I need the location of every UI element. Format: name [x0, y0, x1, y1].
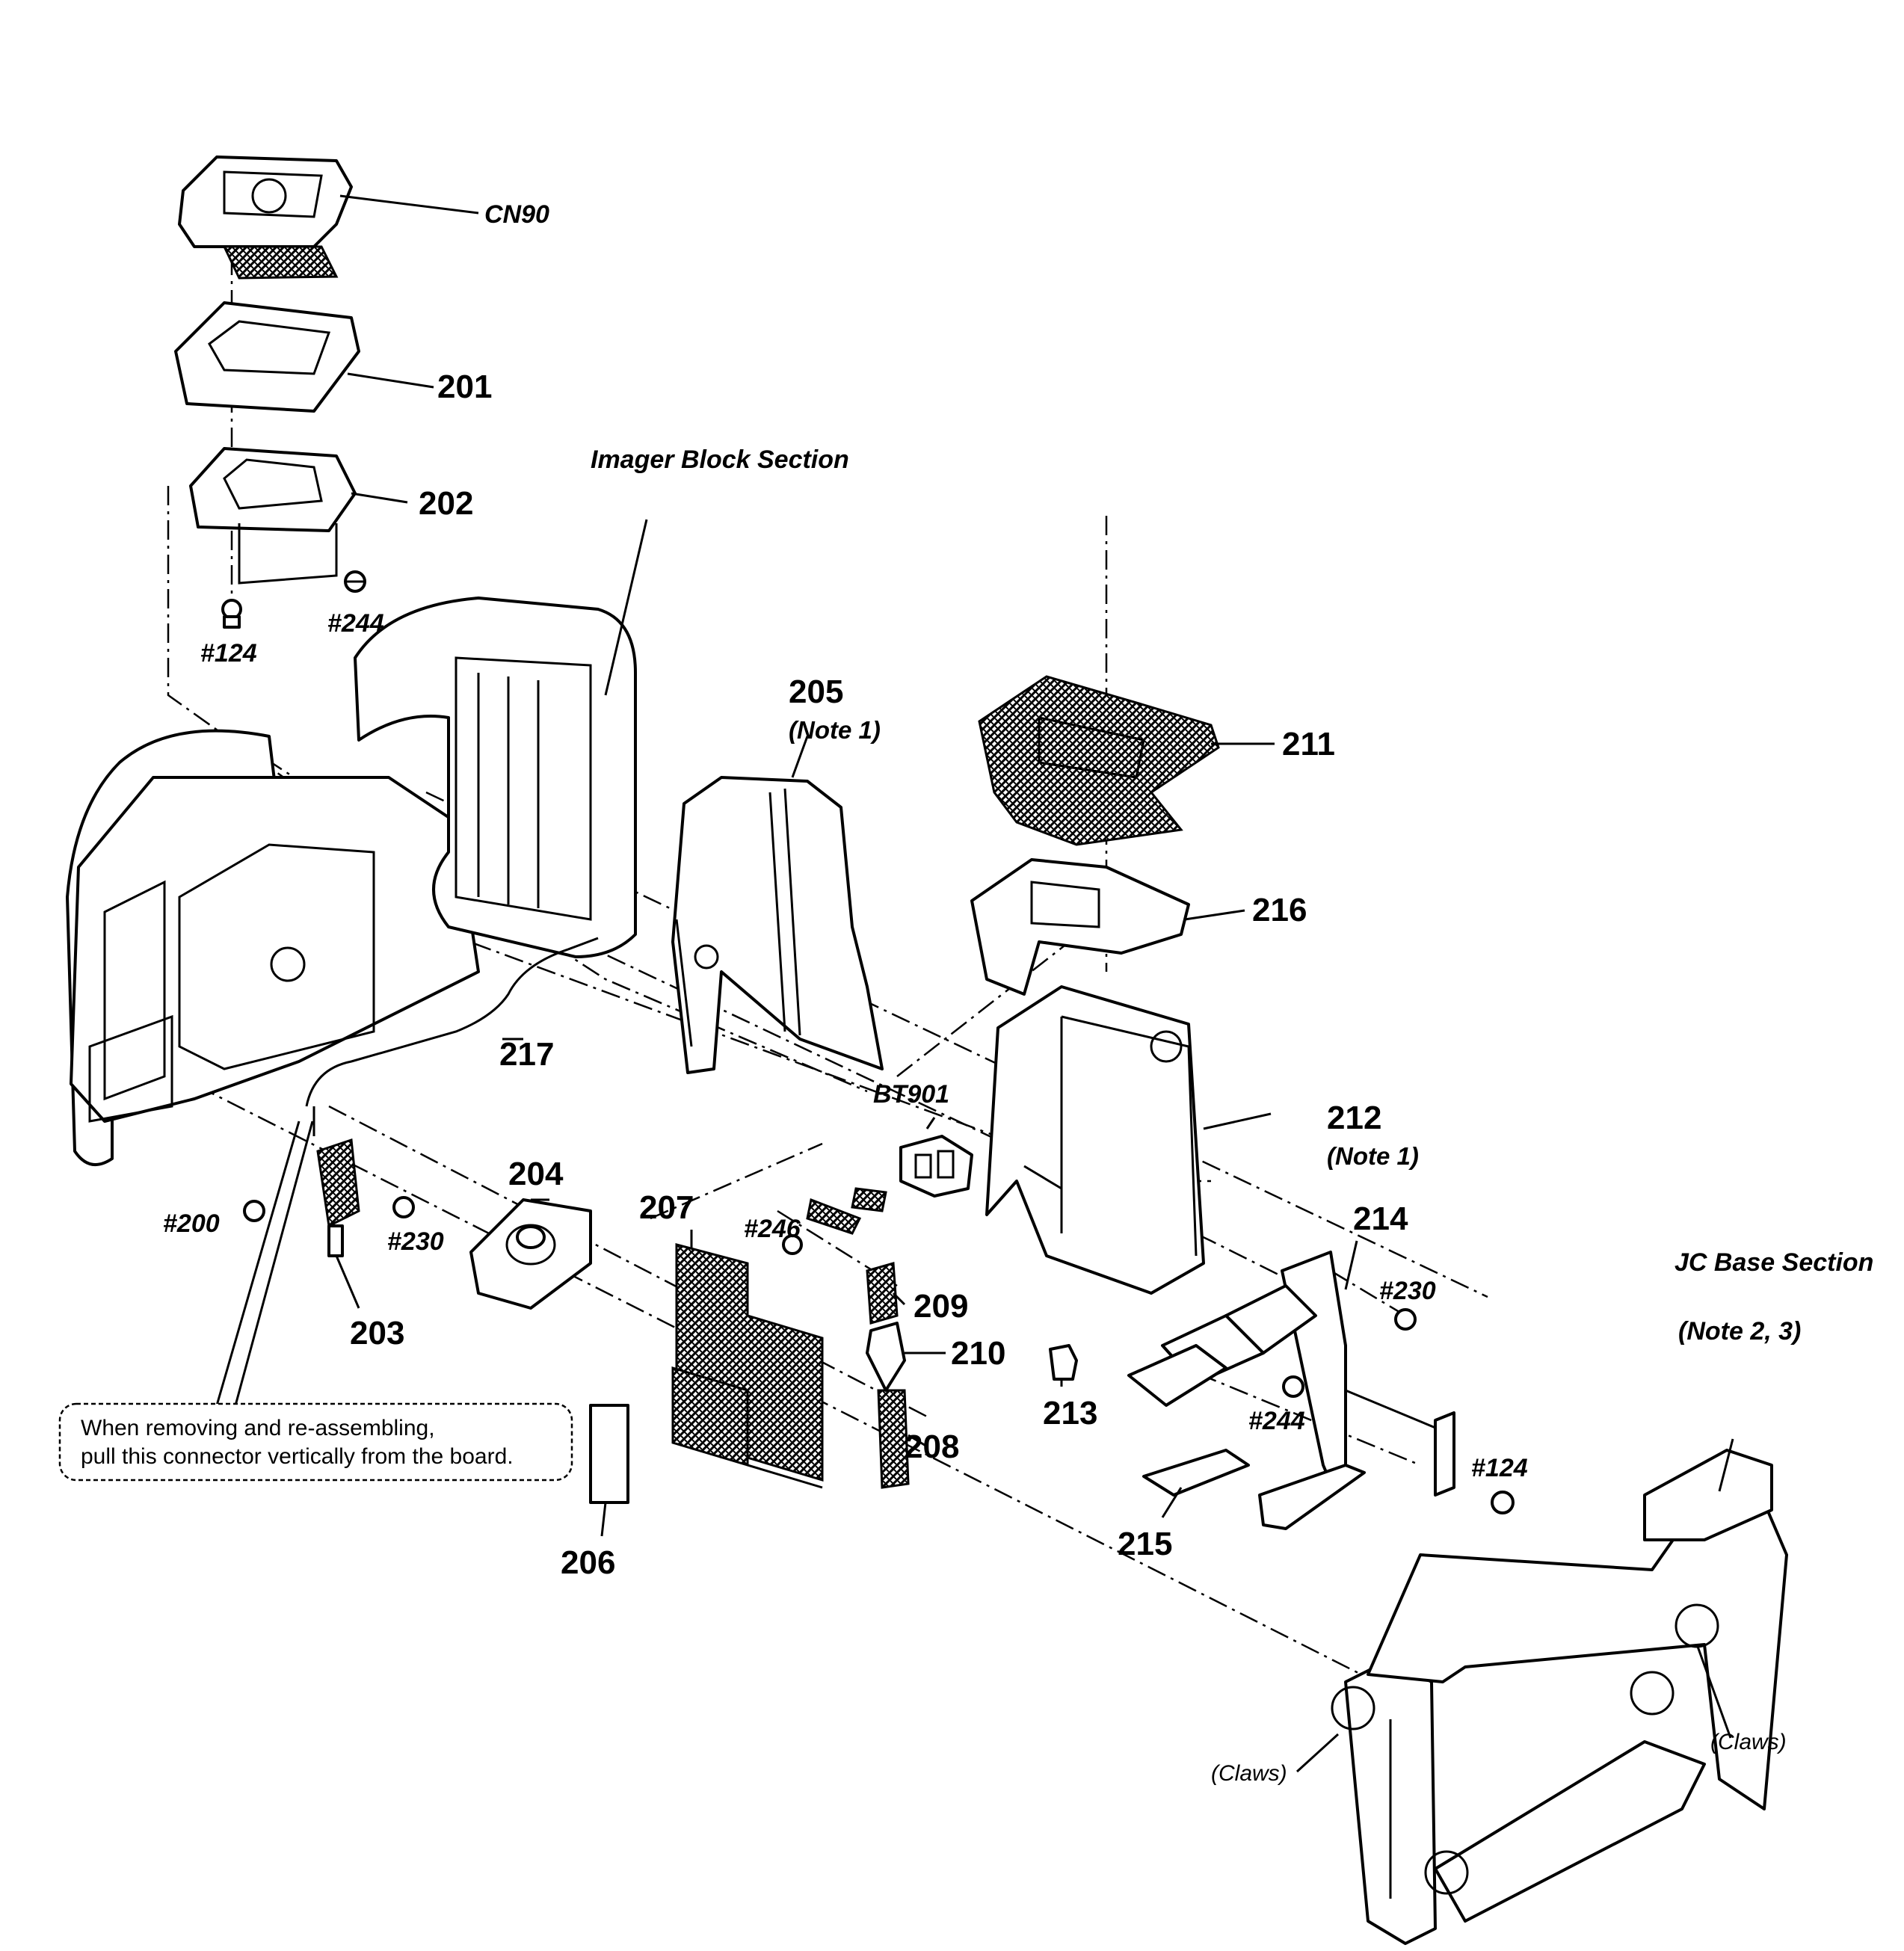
part-204-button: [469, 1198, 592, 1310]
label-screw-124-top: #124: [200, 639, 257, 668]
cn90-connector: [178, 155, 353, 280]
label-bt901: BT901: [873, 1080, 949, 1109]
label-212-note: (Note 1): [1327, 1142, 1419, 1170]
label-202: 202: [419, 485, 473, 522]
screw-124-top: [221, 599, 242, 629]
label-205-note: (Note 1): [789, 716, 881, 744]
imager-block-shell: [354, 597, 637, 958]
label-201: 201: [437, 369, 492, 405]
label-claws-left: (Claws): [1211, 1761, 1287, 1786]
connector-note-callout: When removing and re-assembling, pull th…: [58, 1402, 573, 1482]
screw-124-bottom: [1491, 1491, 1515, 1514]
label-207: 207: [639, 1189, 694, 1226]
part-216-bracket: [970, 858, 1190, 996]
label-211: 211: [1282, 726, 1335, 762]
label-screw-244-top: #244: [327, 609, 384, 638]
screw-244-top: [344, 570, 366, 593]
label-imager-section: Imager Block Section: [591, 446, 849, 474]
screw-246: [782, 1234, 803, 1255]
bt901-battery-holder: [899, 1135, 973, 1198]
jc-base-frame: [1331, 1449, 1788, 1945]
leader-lines: [215, 194, 1734, 1773]
part-201-frame: [174, 301, 360, 413]
label-209: 209: [914, 1288, 968, 1325]
part-205-shield: [671, 776, 884, 1074]
label-screw-230-left: #230: [387, 1227, 444, 1256]
part-211-frame: [978, 675, 1220, 846]
part-209: [866, 1262, 899, 1325]
label-203: 203: [350, 1315, 404, 1351]
label-texts: CN90 Imager Block Section 201 202 #124 #…: [163, 200, 1873, 1786]
label-jc-base-note: (Note 2, 3): [1678, 1317, 1801, 1346]
note-line-1: When removing and re-assembling,: [81, 1416, 435, 1440]
screw-230-left: [392, 1196, 415, 1218]
label-216: 216: [1252, 892, 1307, 928]
label-screw-244-bottom: #244: [1248, 1407, 1305, 1435]
label-claws-right: (Claws): [1710, 1730, 1787, 1754]
part-217-flex-cable: [305, 937, 599, 1136]
small-bracket-near-246: [806, 1187, 887, 1235]
label-210: 210: [951, 1335, 1005, 1372]
label-screw-200: #200: [163, 1209, 220, 1238]
label-213: 213: [1043, 1395, 1097, 1431]
label-screw-124-bottom: #124: [1471, 1454, 1528, 1482]
part-202-bracket: [189, 447, 357, 585]
label-205: 205: [789, 674, 843, 710]
label-jc-base-section: JC Base Section: [1675, 1248, 1873, 1277]
part-215: [1142, 1449, 1250, 1497]
part-208: [877, 1389, 910, 1489]
part-214-bracket: [1127, 1251, 1455, 1530]
label-217: 217: [499, 1036, 554, 1073]
label-208: 208: [905, 1428, 959, 1465]
label-cn90: CN90: [484, 200, 549, 229]
part-212-main-block: [985, 985, 1205, 1295]
note-line-2: pull this connector vertically from the …: [81, 1444, 514, 1469]
camera-front-body: [66, 729, 480, 1166]
screw-230-right: [1394, 1308, 1417, 1331]
label-screw-230-right: #230: [1379, 1277, 1436, 1305]
part-207-board: [671, 1243, 824, 1489]
label-214: 214: [1353, 1201, 1408, 1237]
part-206-sheet: [589, 1404, 629, 1504]
label-215: 215: [1118, 1526, 1172, 1562]
part-213: [1049, 1344, 1078, 1381]
label-screw-246: #246: [744, 1215, 801, 1243]
screw-200: [243, 1200, 265, 1222]
part-203-connector: [316, 1138, 360, 1257]
part-210: [866, 1322, 906, 1392]
label-212: 212: [1327, 1100, 1381, 1136]
label-206: 206: [561, 1544, 615, 1581]
label-204: 204: [508, 1156, 564, 1192]
screw-244-bottom: [1282, 1375, 1304, 1398]
